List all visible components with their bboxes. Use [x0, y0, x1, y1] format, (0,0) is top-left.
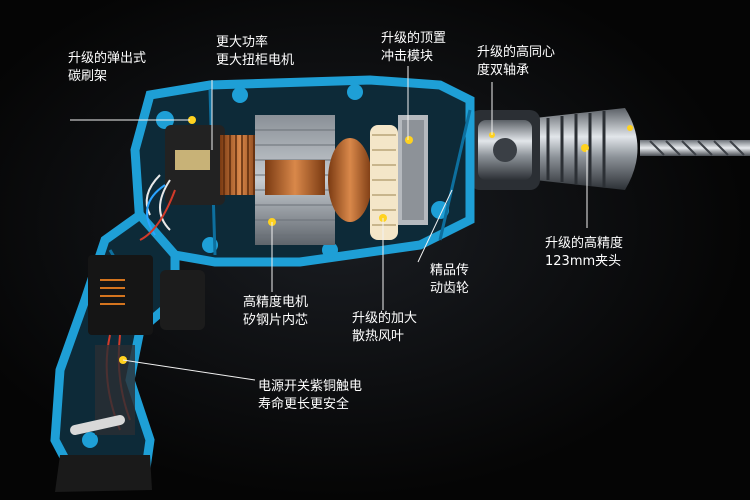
- callout-fan: 升级的加大散热风叶: [352, 311, 418, 344]
- callout-impact-module: 升级的顶置冲击模块: [381, 31, 447, 64]
- callout-bearing: 升级的高同心度双轴承: [477, 45, 556, 78]
- chuck: [535, 108, 638, 190]
- motor-core: [255, 115, 335, 245]
- callout-motor-power: 更大功率更大扭柜电机: [216, 35, 295, 68]
- drill-bit: [640, 140, 750, 156]
- bearing-assembly: [470, 110, 540, 190]
- cooling-fan: [370, 125, 398, 240]
- leader-lines: [70, 66, 588, 381]
- impact-module: [398, 115, 428, 225]
- callout-carbon-brush: 升级的弹出式碳刷架: [68, 51, 147, 84]
- armature: [220, 135, 260, 195]
- callout-gear: 精品传动齿轮: [430, 263, 470, 296]
- callout-switch: 电源开关紫铜触电寿命更长更安全: [258, 379, 363, 412]
- carbon-brush-holder: [139, 116, 225, 241]
- switch-module: [70, 255, 205, 435]
- callout-motor-core: 高精度电机矽钢片内芯: [243, 295, 309, 328]
- winding: [328, 138, 372, 222]
